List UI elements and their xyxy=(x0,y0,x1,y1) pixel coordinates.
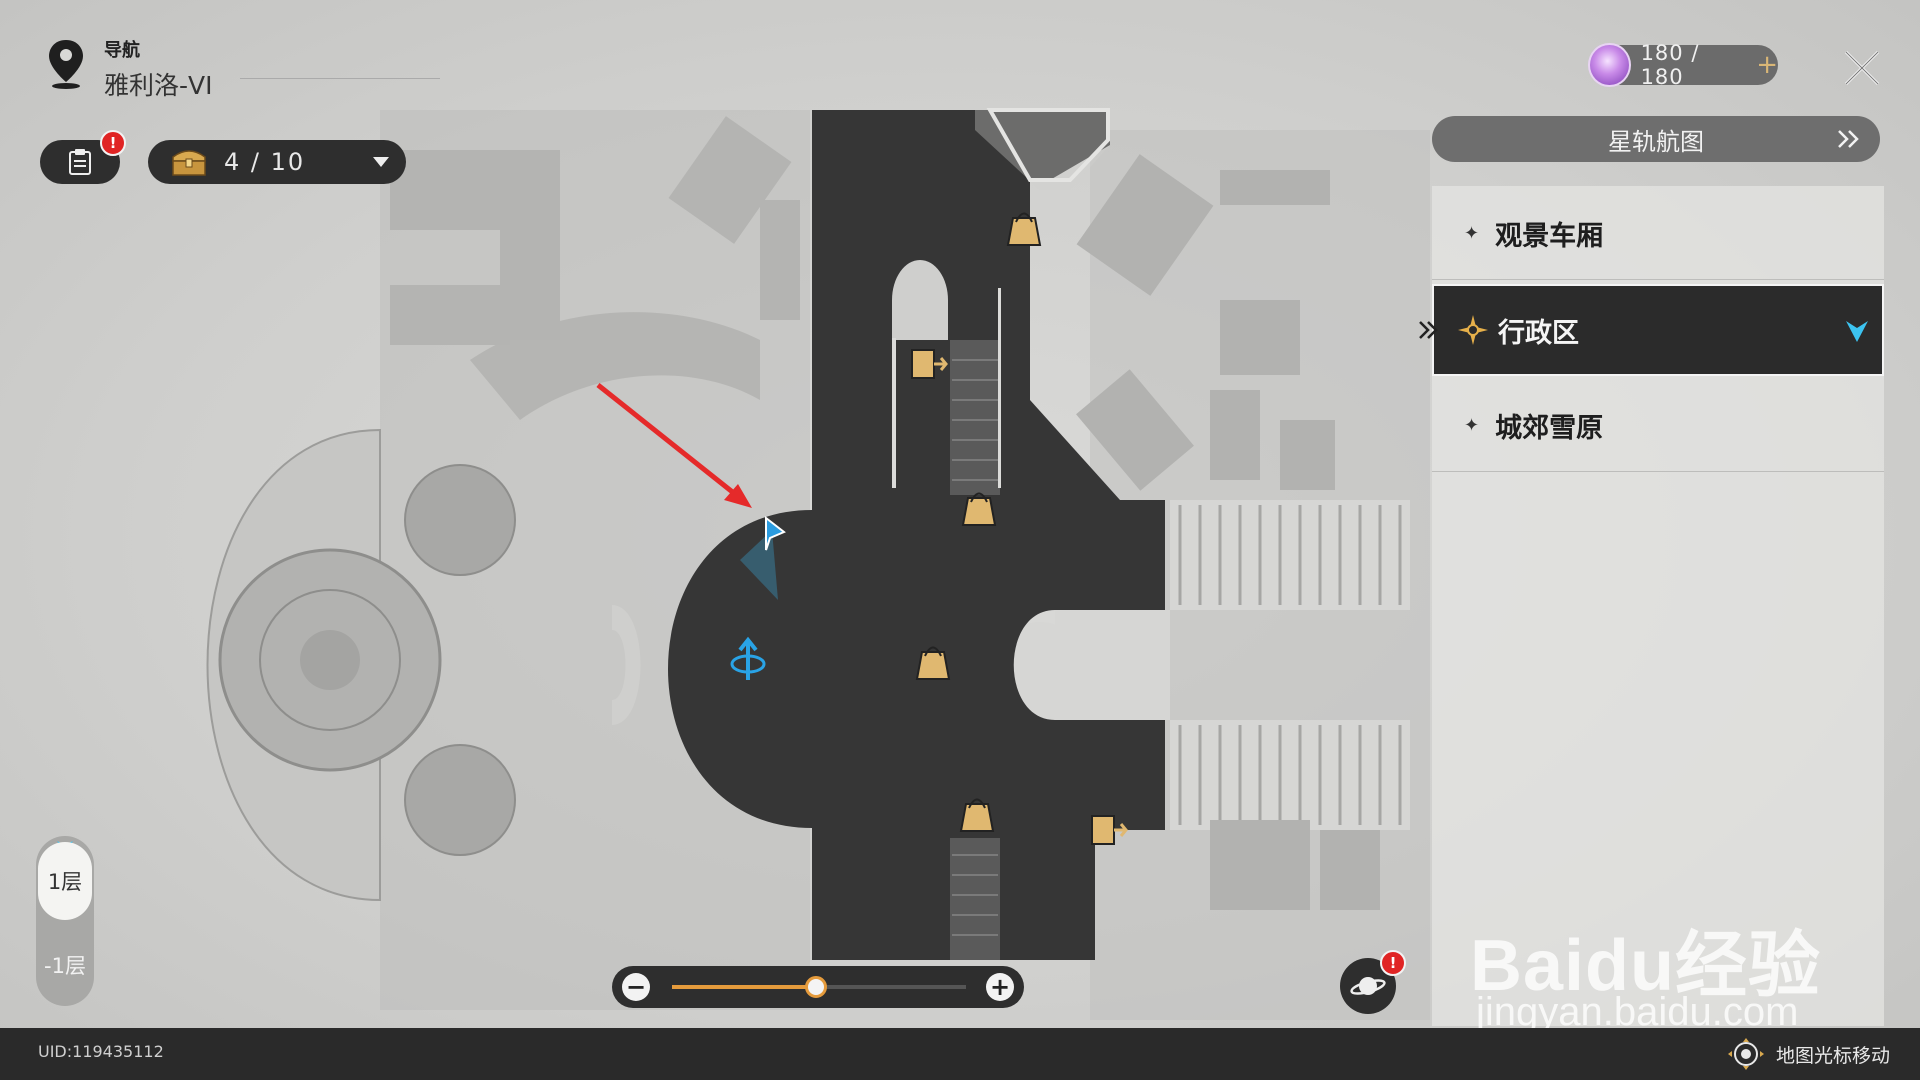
close-x-icon[interactable] xyxy=(1840,46,1884,90)
zoom-slider[interactable]: − + xyxy=(612,966,1024,1008)
shop-marker-3[interactable] xyxy=(915,646,951,680)
user-id: UID:119435112 xyxy=(38,1042,164,1061)
star-rail-map-label: 星轨航图 xyxy=(1608,127,1704,156)
zoom-in-button[interactable]: + xyxy=(986,973,1014,1001)
zoom-handle[interactable] xyxy=(805,976,828,998)
zoom-out-button[interactable]: − xyxy=(622,973,650,1001)
watermark-url: jingyan.baidu.com xyxy=(1476,990,1799,1034)
star-rail-map-button[interactable]: 星轨航图 xyxy=(1432,116,1880,162)
planet-icon xyxy=(1350,977,1386,995)
region-item-administrative-district[interactable]: 行政区 xyxy=(1432,284,1884,376)
current-location-marker-icon xyxy=(1846,321,1868,342)
region-label: 行政区 xyxy=(1498,317,1579,349)
region-label: 城郊雪原 xyxy=(1495,413,1604,444)
watermark-brand: Baidu经验 xyxy=(1470,926,1822,1006)
navigation-header: 导航 雅利洛-VI xyxy=(44,36,213,102)
clipboard-icon xyxy=(69,149,91,175)
treasure-chest-counter[interactable]: 4 / 10 xyxy=(148,140,406,184)
star-marker-icon: ✦ xyxy=(1464,415,1480,436)
double-chevron-right-icon xyxy=(1838,130,1859,148)
triangle-down-icon[interactable] xyxy=(372,156,390,168)
star-marker-icon: ✦ xyxy=(1464,223,1480,244)
region-name: 雅利洛-VI xyxy=(104,71,213,100)
bottom-status-bar: UID:119435112 地图光标移动 xyxy=(0,1028,1920,1080)
trailblaze-power-value: 180 / 180 xyxy=(1640,41,1700,89)
zoom-fill xyxy=(672,985,817,989)
quest-alert-badge: ! xyxy=(100,130,126,156)
red-annotation-arrow xyxy=(596,383,752,508)
control-hint-text: 地图光标移动 xyxy=(1775,1044,1890,1067)
planet-alert-badge: ! xyxy=(1380,950,1406,976)
compass-rose-icon xyxy=(1458,315,1488,345)
trailblaze-power-icon xyxy=(1588,43,1631,87)
control-hint: 地图光标移动 xyxy=(1724,1036,1890,1072)
region-item-observation-car[interactable]: ✦ 观景车厢 xyxy=(1432,188,1884,280)
map-pin-icon xyxy=(49,40,83,89)
stick-move-icon xyxy=(1727,1038,1764,1070)
zoom-track[interactable] xyxy=(672,976,966,998)
floor-b1-button[interactable]: -1层 xyxy=(44,954,86,978)
floor-1-button[interactable]: 1层 xyxy=(38,842,92,920)
region-label: 观景车厢 xyxy=(1495,221,1604,252)
space-anchor-marker[interactable] xyxy=(730,636,766,680)
chest-count: 4 / 10 xyxy=(224,148,306,176)
shop-marker-4[interactable] xyxy=(959,798,995,832)
region-item-outlying-snow-plains[interactable]: ✦ 城郊雪原 xyxy=(1432,380,1884,472)
treasure-chest-icon xyxy=(172,150,206,176)
door-marker-2[interactable] xyxy=(1091,815,1128,845)
header-divider xyxy=(240,78,440,79)
shop-marker-1[interactable] xyxy=(1006,212,1042,246)
trailblaze-power[interactable]: 180 / 180 + xyxy=(1588,41,1778,89)
player-arrow-icon xyxy=(765,515,786,551)
add-power-button[interactable]: + xyxy=(1756,50,1778,80)
nav-label: 导航 xyxy=(104,40,140,61)
selection-pointer-icon xyxy=(1419,321,1438,339)
door-marker-1[interactable] xyxy=(911,349,948,379)
shop-marker-2[interactable] xyxy=(961,492,997,526)
